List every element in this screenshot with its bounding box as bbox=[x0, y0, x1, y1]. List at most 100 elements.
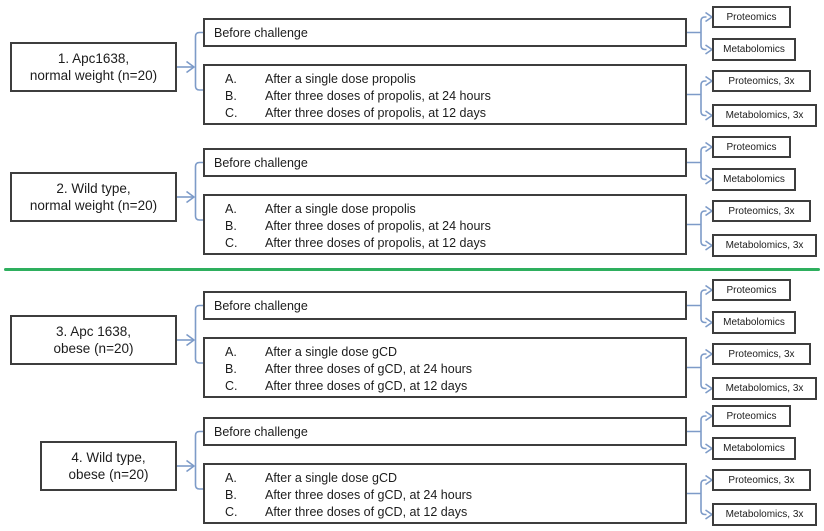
output-box-proteomics-3x: Proteomics, 3x bbox=[712, 469, 811, 491]
group-label-box: 2. Wild type, normal weight (n=20) bbox=[10, 172, 177, 222]
condition-letter: C. bbox=[225, 505, 238, 519]
split-bracket bbox=[194, 430, 203, 490]
split-bracket bbox=[194, 31, 203, 91]
group-section-1: 1. Apc1638, normal weight (n=20) Before … bbox=[0, 4, 824, 128]
output-label: Metabolomics bbox=[723, 443, 785, 454]
condition-letter: A. bbox=[225, 471, 237, 485]
condition-item: A. After a single dose gCD bbox=[225, 470, 685, 487]
output-box-proteomics: Proteomics bbox=[712, 136, 791, 158]
before-challenge-box: Before challenge bbox=[203, 417, 687, 446]
after-fork-connector bbox=[687, 353, 707, 390]
group-arrow-head-icon bbox=[186, 459, 195, 473]
group-label-line1: 3. Apc 1638, bbox=[55, 324, 132, 339]
condition-item: C. After three doses of gCD, at 12 days bbox=[225, 504, 685, 521]
output-label: Proteomics, 3x bbox=[728, 75, 795, 87]
condition-item: C. After three doses of propolis, at 12 … bbox=[225, 235, 685, 252]
condition-item: B. After three doses of gCD, at 24 hours bbox=[225, 487, 685, 504]
condition-text: After three doses of gCD, at 24 hours bbox=[265, 362, 473, 376]
condition-text: After three doses of propolis, at 12 day… bbox=[265, 106, 486, 120]
condition-text: After three doses of gCD, at 12 days bbox=[265, 505, 468, 519]
output-box-proteomics: Proteomics bbox=[712, 279, 791, 301]
output-label: Proteomics, 3x bbox=[728, 348, 795, 360]
before-fork-connector bbox=[687, 289, 707, 324]
condition-letter: A. bbox=[225, 72, 237, 86]
condition-text: After three doses of propolis, at 12 day… bbox=[265, 236, 486, 250]
condition-letter: C. bbox=[225, 236, 238, 250]
split-bracket bbox=[194, 161, 203, 221]
output-box-proteomics-3x: Proteomics, 3x bbox=[712, 70, 811, 92]
condition-letter: A. bbox=[225, 202, 237, 216]
group-arrow-head-icon bbox=[186, 60, 195, 74]
condition-item: B. After three doses of gCD, at 24 hours bbox=[225, 361, 685, 378]
after-fork-connector bbox=[687, 479, 707, 516]
condition-text: After three doses of propolis, at 24 hou… bbox=[265, 89, 491, 103]
output-label: Metabolomics bbox=[723, 44, 785, 55]
condition-text: After a single dose propolis bbox=[265, 72, 416, 86]
group-section-3: 3. Apc 1638, obese (n=20) Before challen… bbox=[0, 277, 824, 401]
before-challenge-label: Before challenge bbox=[214, 155, 308, 170]
before-fork-connector bbox=[687, 16, 707, 51]
output-label: Metabolomics, 3x bbox=[725, 383, 804, 394]
condition-item: A. After a single dose propolis bbox=[225, 71, 685, 88]
condition-text: After three doses of gCD, at 24 hours bbox=[265, 488, 473, 502]
group-label-line1: 4. Wild type, bbox=[71, 450, 146, 465]
condition-text: After a single dose gCD bbox=[265, 345, 398, 359]
output-label: Proteomics, 3x bbox=[728, 205, 795, 217]
output-label: Proteomics bbox=[726, 11, 777, 23]
group-label-line2: obese (n=20) bbox=[53, 341, 134, 356]
group-label-line2: obese (n=20) bbox=[68, 467, 149, 482]
condition-letter: B. bbox=[225, 89, 237, 103]
group-label-line1: 1. Apc1638, bbox=[57, 51, 130, 66]
output-box-proteomics: Proteomics bbox=[712, 6, 791, 28]
output-label: Proteomics, 3x bbox=[728, 474, 795, 486]
condition-item: B. After three doses of propolis, at 24 … bbox=[225, 218, 685, 235]
group-label-box: 1. Apc1638, normal weight (n=20) bbox=[10, 42, 177, 92]
group-label-box: 4. Wild type, obese (n=20) bbox=[40, 441, 177, 491]
condition-letter: B. bbox=[225, 488, 237, 502]
output-box-metabolomics-3x: Metabolomics, 3x bbox=[712, 377, 817, 400]
output-box-metabolomics-3x: Metabolomics, 3x bbox=[712, 104, 817, 127]
group-section-2: 2. Wild type, normal weight (n=20) Befor… bbox=[0, 134, 824, 258]
condition-letter: B. bbox=[225, 362, 237, 376]
group-arrow-head-icon bbox=[186, 190, 195, 204]
output-label: Proteomics bbox=[726, 410, 777, 422]
before-challenge-label: Before challenge bbox=[214, 298, 308, 313]
condition-text: After three doses of propolis, at 24 hou… bbox=[265, 219, 491, 233]
before-challenge-box: Before challenge bbox=[203, 18, 687, 47]
before-challenge-box: Before challenge bbox=[203, 148, 687, 177]
condition-letter: A. bbox=[225, 345, 237, 359]
output-label: Metabolomics, 3x bbox=[725, 110, 804, 121]
condition-text: After a single dose gCD bbox=[265, 471, 398, 485]
condition-item: C. After three doses of gCD, at 12 days bbox=[225, 378, 685, 395]
group-label-line2: normal weight (n=20) bbox=[29, 198, 158, 213]
output-label: Proteomics bbox=[726, 284, 777, 296]
output-box-metabolomics: Metabolomics bbox=[712, 168, 796, 191]
output-box-metabolomics: Metabolomics bbox=[712, 38, 796, 61]
before-fork-connector bbox=[687, 415, 707, 450]
after-challenge-box: A. After a single dose propolis B. After… bbox=[203, 194, 687, 255]
output-box-metabolomics-3x: Metabolomics, 3x bbox=[712, 503, 817, 526]
output-box-metabolomics-3x: Metabolomics, 3x bbox=[712, 234, 817, 257]
output-box-proteomics-3x: Proteomics, 3x bbox=[712, 343, 811, 365]
before-challenge-label: Before challenge bbox=[214, 424, 308, 439]
output-label: Metabolomics bbox=[723, 317, 785, 328]
output-box-proteomics: Proteomics bbox=[712, 405, 791, 427]
output-box-proteomics-3x: Proteomics, 3x bbox=[712, 200, 811, 222]
condition-item: B. After three doses of propolis, at 24 … bbox=[225, 88, 685, 105]
condition-letter: B. bbox=[225, 219, 237, 233]
group-arrow-head-icon bbox=[186, 333, 195, 347]
after-fork-connector bbox=[687, 80, 707, 117]
condition-letter: C. bbox=[225, 106, 238, 120]
condition-text: After a single dose propolis bbox=[265, 202, 416, 216]
output-box-metabolomics: Metabolomics bbox=[712, 437, 796, 460]
output-label: Metabolomics, 3x bbox=[725, 509, 804, 520]
output-box-metabolomics: Metabolomics bbox=[712, 311, 796, 334]
before-challenge-label: Before challenge bbox=[214, 25, 308, 40]
output-label: Metabolomics, 3x bbox=[725, 240, 804, 251]
output-label: Proteomics bbox=[726, 141, 777, 153]
after-challenge-box: A. After a single dose gCD B. After thre… bbox=[203, 337, 687, 398]
after-fork-connector bbox=[687, 210, 707, 247]
group-section-4: 4. Wild type, obese (n=20) Before challe… bbox=[0, 403, 824, 527]
condition-letter: C. bbox=[225, 379, 238, 393]
